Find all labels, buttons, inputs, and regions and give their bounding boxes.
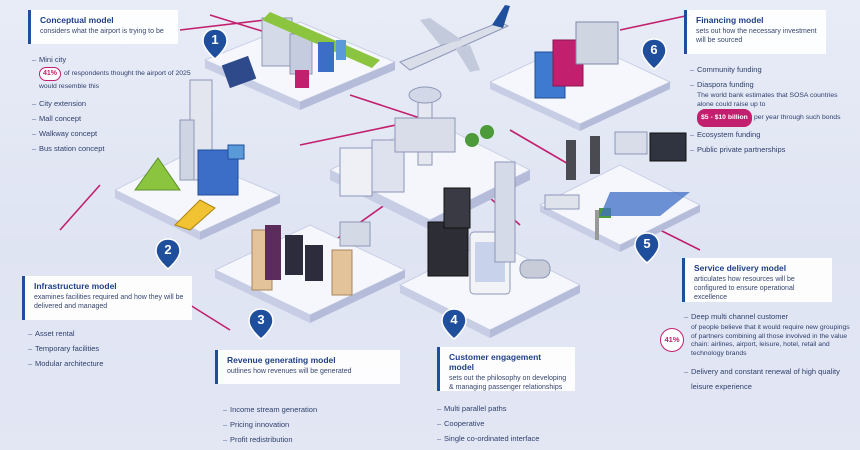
conceptual-model-list: Mini city 41%of respondents thought the … bbox=[32, 52, 197, 156]
infrastructure-model-title: Infrastructure model bbox=[34, 281, 117, 291]
conceptual-model-subtitle: considers what the airport is trying to … bbox=[40, 28, 164, 35]
service-model-subtitle: articulates how resources will be config… bbox=[694, 276, 795, 301]
map-pin-icon bbox=[248, 308, 274, 340]
list-item: Deep multi channel customer bbox=[684, 309, 852, 324]
list-item: Delivery and constant renewal of high qu… bbox=[684, 364, 852, 394]
list-item: Asset rental bbox=[28, 326, 188, 341]
step-5-marker: 5 bbox=[634, 232, 660, 264]
list-item: Income stream generation bbox=[223, 402, 393, 417]
list-item: Bus station concept bbox=[32, 141, 197, 156]
engagement-model-list: Multi parallel paths Cooperative Single … bbox=[437, 401, 587, 446]
map-pin-icon bbox=[441, 308, 467, 340]
step-3-marker: 3 bbox=[248, 308, 274, 340]
list-item: Modular architecture bbox=[28, 356, 188, 371]
map-pin-icon bbox=[634, 232, 660, 264]
engagement-model-subtitle: sets out the philosophy on developing & … bbox=[449, 375, 567, 391]
list-item: City extension bbox=[32, 96, 197, 111]
infrastructure-model-subtitle: examines facilities required and how the… bbox=[34, 294, 184, 310]
step-1-marker: 1 bbox=[202, 28, 228, 60]
list-item: Community funding bbox=[690, 62, 855, 77]
airplane-graphic bbox=[399, 5, 510, 72]
list-item: Public private partnerships bbox=[690, 142, 855, 157]
conceptual-model-title: Conceptual model bbox=[40, 15, 114, 25]
platform-engagement bbox=[398, 161, 582, 338]
step-4-number: 4 bbox=[450, 312, 458, 327]
stat-text: of respondents thought the airport of 20… bbox=[39, 70, 191, 90]
step-5-number: 5 bbox=[643, 236, 651, 251]
list-item: Walkway concept bbox=[32, 126, 197, 141]
financing-model-box: Financing model sets out how the necessa… bbox=[684, 10, 826, 54]
step-6-marker: 6 bbox=[641, 38, 667, 70]
step-6-number: 6 bbox=[650, 42, 658, 57]
step-2-marker: 2 bbox=[155, 238, 181, 270]
platform-service bbox=[538, 131, 702, 252]
platform-conceptual bbox=[203, 12, 397, 110]
service-stat-badge: 41% bbox=[660, 328, 684, 352]
engagement-model-title: Customer engagement model bbox=[449, 352, 542, 372]
stat-badge: 41% bbox=[39, 67, 62, 81]
central-terminal bbox=[328, 86, 532, 230]
conceptual-stat: 41%of respondents thought the airport of… bbox=[32, 67, 197, 96]
platform-revenue bbox=[213, 221, 407, 323]
step-3-number: 3 bbox=[257, 312, 265, 327]
infrastructure-model-box: Infrastructure model examines facilities… bbox=[22, 276, 192, 320]
financing-model-title: Financing model bbox=[696, 15, 764, 25]
revenue-model-list: Income stream generation Pricing innovat… bbox=[223, 402, 393, 447]
map-pin-icon bbox=[202, 28, 228, 60]
service-model-title: Service delivery model bbox=[694, 263, 787, 273]
service-model-list: Deep multi channel customer of people be… bbox=[684, 309, 852, 394]
conceptual-model-box: Conceptual model considers what the airp… bbox=[28, 10, 178, 44]
list-item: Profit redistribution bbox=[223, 432, 393, 447]
financing-model-list: Community funding Diaspora funding The w… bbox=[690, 62, 855, 157]
map-pin-icon bbox=[641, 38, 667, 70]
platform-financing bbox=[488, 21, 672, 131]
list-item: Diaspora funding bbox=[690, 77, 855, 92]
service-model-box: Service delivery model articulates how r… bbox=[682, 258, 832, 302]
list-item: Ecosystem funding bbox=[690, 127, 855, 142]
list-item: Single co-ordinated interface bbox=[437, 431, 587, 446]
financing-amount: $5 - $10 billion per year through such b… bbox=[690, 109, 855, 127]
revenue-model-box: Revenue generating model outlines how re… bbox=[215, 350, 400, 384]
financing-note: The world bank estimates that SOSA count… bbox=[697, 92, 838, 108]
amount-suffix: per year through such bonds bbox=[753, 114, 841, 121]
list-item: Temporary facilities bbox=[28, 341, 188, 356]
step-1-number: 1 bbox=[211, 32, 219, 47]
list-item: Mall concept bbox=[32, 111, 197, 126]
list-item: Multi parallel paths bbox=[437, 401, 587, 416]
step-4-marker: 4 bbox=[441, 308, 467, 340]
amount-badge: $5 - $10 billion bbox=[697, 109, 752, 127]
revenue-model-subtitle: outlines how revenues will be generated bbox=[227, 368, 352, 375]
map-pin-icon bbox=[155, 238, 181, 270]
step-2-number: 2 bbox=[164, 242, 172, 257]
engagement-model-box: Customer engagement model sets out the p… bbox=[437, 347, 575, 391]
list-item: Pricing innovation bbox=[223, 417, 393, 432]
infrastructure-model-list: Asset rental Temporary facilities Modula… bbox=[28, 326, 188, 371]
revenue-model-title: Revenue generating model bbox=[227, 355, 336, 365]
list-item: Cooperative bbox=[437, 416, 587, 431]
financing-model-subtitle: sets out how the necessary investment wi… bbox=[696, 28, 817, 44]
list-item: Mini city bbox=[32, 52, 197, 67]
service-stat-text: of people believe that it would require … bbox=[691, 324, 850, 357]
